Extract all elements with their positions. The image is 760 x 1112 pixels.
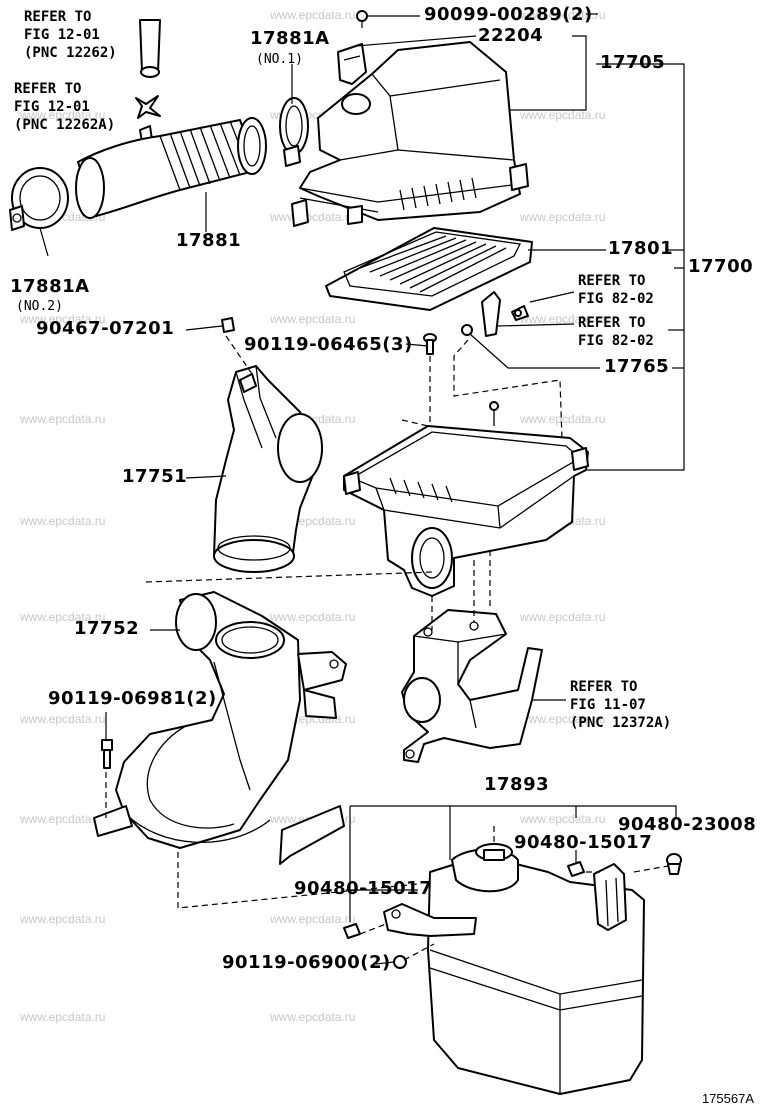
clamp-17881a-no1 bbox=[279, 97, 309, 167]
part-label-17881a-no1: 17881A bbox=[250, 28, 330, 49]
nut-90480-15017-a bbox=[567, 861, 585, 877]
part-sublabel-no2: (NO.2) bbox=[16, 299, 63, 314]
part-label-17893: 17893 bbox=[484, 774, 550, 795]
watermark: www.epcdata.ru bbox=[520, 610, 606, 624]
reference-note-2: REFER TO FIG 12-01 (PNC 12262A) bbox=[14, 80, 115, 134]
watermark: www.epcdata.ru bbox=[20, 912, 106, 926]
air-cleaner-case bbox=[343, 401, 589, 597]
part-label-90480-23008: 90480-23008 bbox=[618, 814, 757, 835]
part-label-22204: 22204 bbox=[478, 25, 544, 46]
part-label-90119-06465: 90119-06465(3) bbox=[244, 334, 413, 355]
part-label-17751: 17751 bbox=[122, 466, 188, 487]
reference-note-4: REFER TO FIG 82-02 bbox=[578, 314, 654, 350]
bolt-90119-06465 bbox=[423, 333, 437, 355]
reference-line: REFER TO bbox=[24, 9, 92, 25]
watermark: www.epcdata.ru bbox=[270, 610, 356, 624]
upper-hose-tube bbox=[139, 19, 161, 78]
clamp-17881a-no2 bbox=[9, 167, 69, 231]
part-label-17881: 17881 bbox=[176, 230, 242, 251]
reference-line: REFER TO bbox=[578, 315, 646, 331]
reference-line: FIG 82-02 bbox=[578, 291, 654, 307]
part-label-17752: 17752 bbox=[74, 618, 140, 639]
part-sublabel-no1: (NO.1) bbox=[256, 52, 303, 67]
watermark: www.epcdata.ru bbox=[20, 610, 106, 624]
leader-lines bbox=[39, 13, 685, 965]
reference-line: (PNC 12262A) bbox=[14, 117, 116, 133]
resonator-bracket bbox=[401, 609, 543, 763]
screw-90099 bbox=[356, 10, 368, 28]
reference-line: FIG 82-02 bbox=[578, 333, 654, 349]
intake-hose-17751 bbox=[213, 365, 323, 573]
part-label-90099-00289: 90099-00289(2) bbox=[424, 4, 593, 25]
watermark: www.epcdata.ru bbox=[520, 412, 606, 426]
reference-line: FIG 11-07 bbox=[570, 697, 646, 713]
part-label-17700: 17700 bbox=[688, 256, 754, 277]
figure-id: 175567A bbox=[701, 1091, 754, 1106]
reference-line: (PNC 12262) bbox=[24, 45, 117, 61]
intake-duct-17752 bbox=[93, 591, 347, 865]
reference-line: REFER TO bbox=[570, 679, 638, 695]
part-label-17881a-no2: 17881A bbox=[10, 276, 90, 297]
watermark: www.epcdata.ru bbox=[270, 912, 356, 926]
part-label-90119-06981: 90119-06981(2) bbox=[48, 688, 217, 709]
bolt-90119-06981 bbox=[101, 739, 113, 769]
resonator-17893 bbox=[383, 843, 645, 1095]
watermark: www.epcdata.ru bbox=[520, 312, 606, 326]
hose-clip-small bbox=[135, 95, 161, 119]
reference-line: FIG 12-01 bbox=[14, 99, 90, 115]
watermark: www.epcdata.ru bbox=[270, 8, 356, 22]
watermark: www.epcdata.ru bbox=[270, 210, 356, 224]
reference-note-1: REFER TO FIG 12-01 (PNC 12262) bbox=[24, 8, 117, 62]
watermark: www.epcdata.ru bbox=[20, 412, 106, 426]
air-flow-meter-22204 bbox=[337, 43, 367, 85]
watermark: www.epcdata.ru bbox=[20, 514, 106, 528]
reference-line: FIG 12-01 bbox=[24, 27, 100, 43]
air-cleaner-cap-17705 bbox=[291, 41, 529, 227]
bolt-90119-06900 bbox=[393, 955, 407, 969]
reference-line: (PNC 12372A) bbox=[570, 715, 672, 731]
part-label-90119-06900: 90119-06900(2) bbox=[222, 952, 391, 973]
reference-note-5: REFER TO FIG 11-07 (PNC 12372A) bbox=[570, 678, 671, 732]
nut-90480-15017-b bbox=[343, 923, 361, 939]
reference-note-3: REFER TO FIG 82-02 bbox=[578, 272, 654, 308]
air-filter-element-17801 bbox=[325, 227, 533, 311]
nut-90480-23008 bbox=[666, 853, 682, 875]
reference-line: REFER TO bbox=[14, 81, 82, 97]
assembly-dashed-lines bbox=[105, 335, 669, 961]
bracket-17765 bbox=[461, 291, 529, 337]
part-label-17765: 17765 bbox=[604, 356, 670, 377]
part-label-90480-15017-b: 90480-15017 bbox=[294, 878, 433, 899]
watermark: www.epcdata.ru bbox=[270, 312, 356, 326]
watermark: www.epcdata.ru bbox=[20, 1010, 106, 1024]
watermark: www.epcdata.ru bbox=[520, 210, 606, 224]
watermark: www.epcdata.ru bbox=[520, 108, 606, 122]
part-label-90467-07201: 90467-07201 bbox=[36, 318, 175, 339]
part-label-90480-15017-a: 90480-15017 bbox=[514, 832, 653, 853]
watermark: www.epcdata.ru bbox=[20, 108, 106, 122]
watermark: www.epcdata.ru bbox=[20, 312, 106, 326]
watermark: www.epcdata.ru bbox=[270, 1010, 356, 1024]
clip-90467 bbox=[221, 317, 235, 333]
watermark: www.epcdata.ru bbox=[20, 712, 106, 726]
reference-line: REFER TO bbox=[578, 273, 646, 289]
air-cleaner-hose-17881 bbox=[75, 117, 267, 219]
part-label-17801: 17801 bbox=[608, 238, 674, 259]
watermark: www.epcdata.ru bbox=[520, 812, 606, 826]
watermark: www.epcdata.ru bbox=[520, 8, 606, 22]
part-label-17705: 17705 bbox=[600, 52, 666, 73]
watermark: www.epcdata.ru bbox=[20, 812, 106, 826]
watermark: www.epcdata.ru bbox=[520, 712, 606, 726]
